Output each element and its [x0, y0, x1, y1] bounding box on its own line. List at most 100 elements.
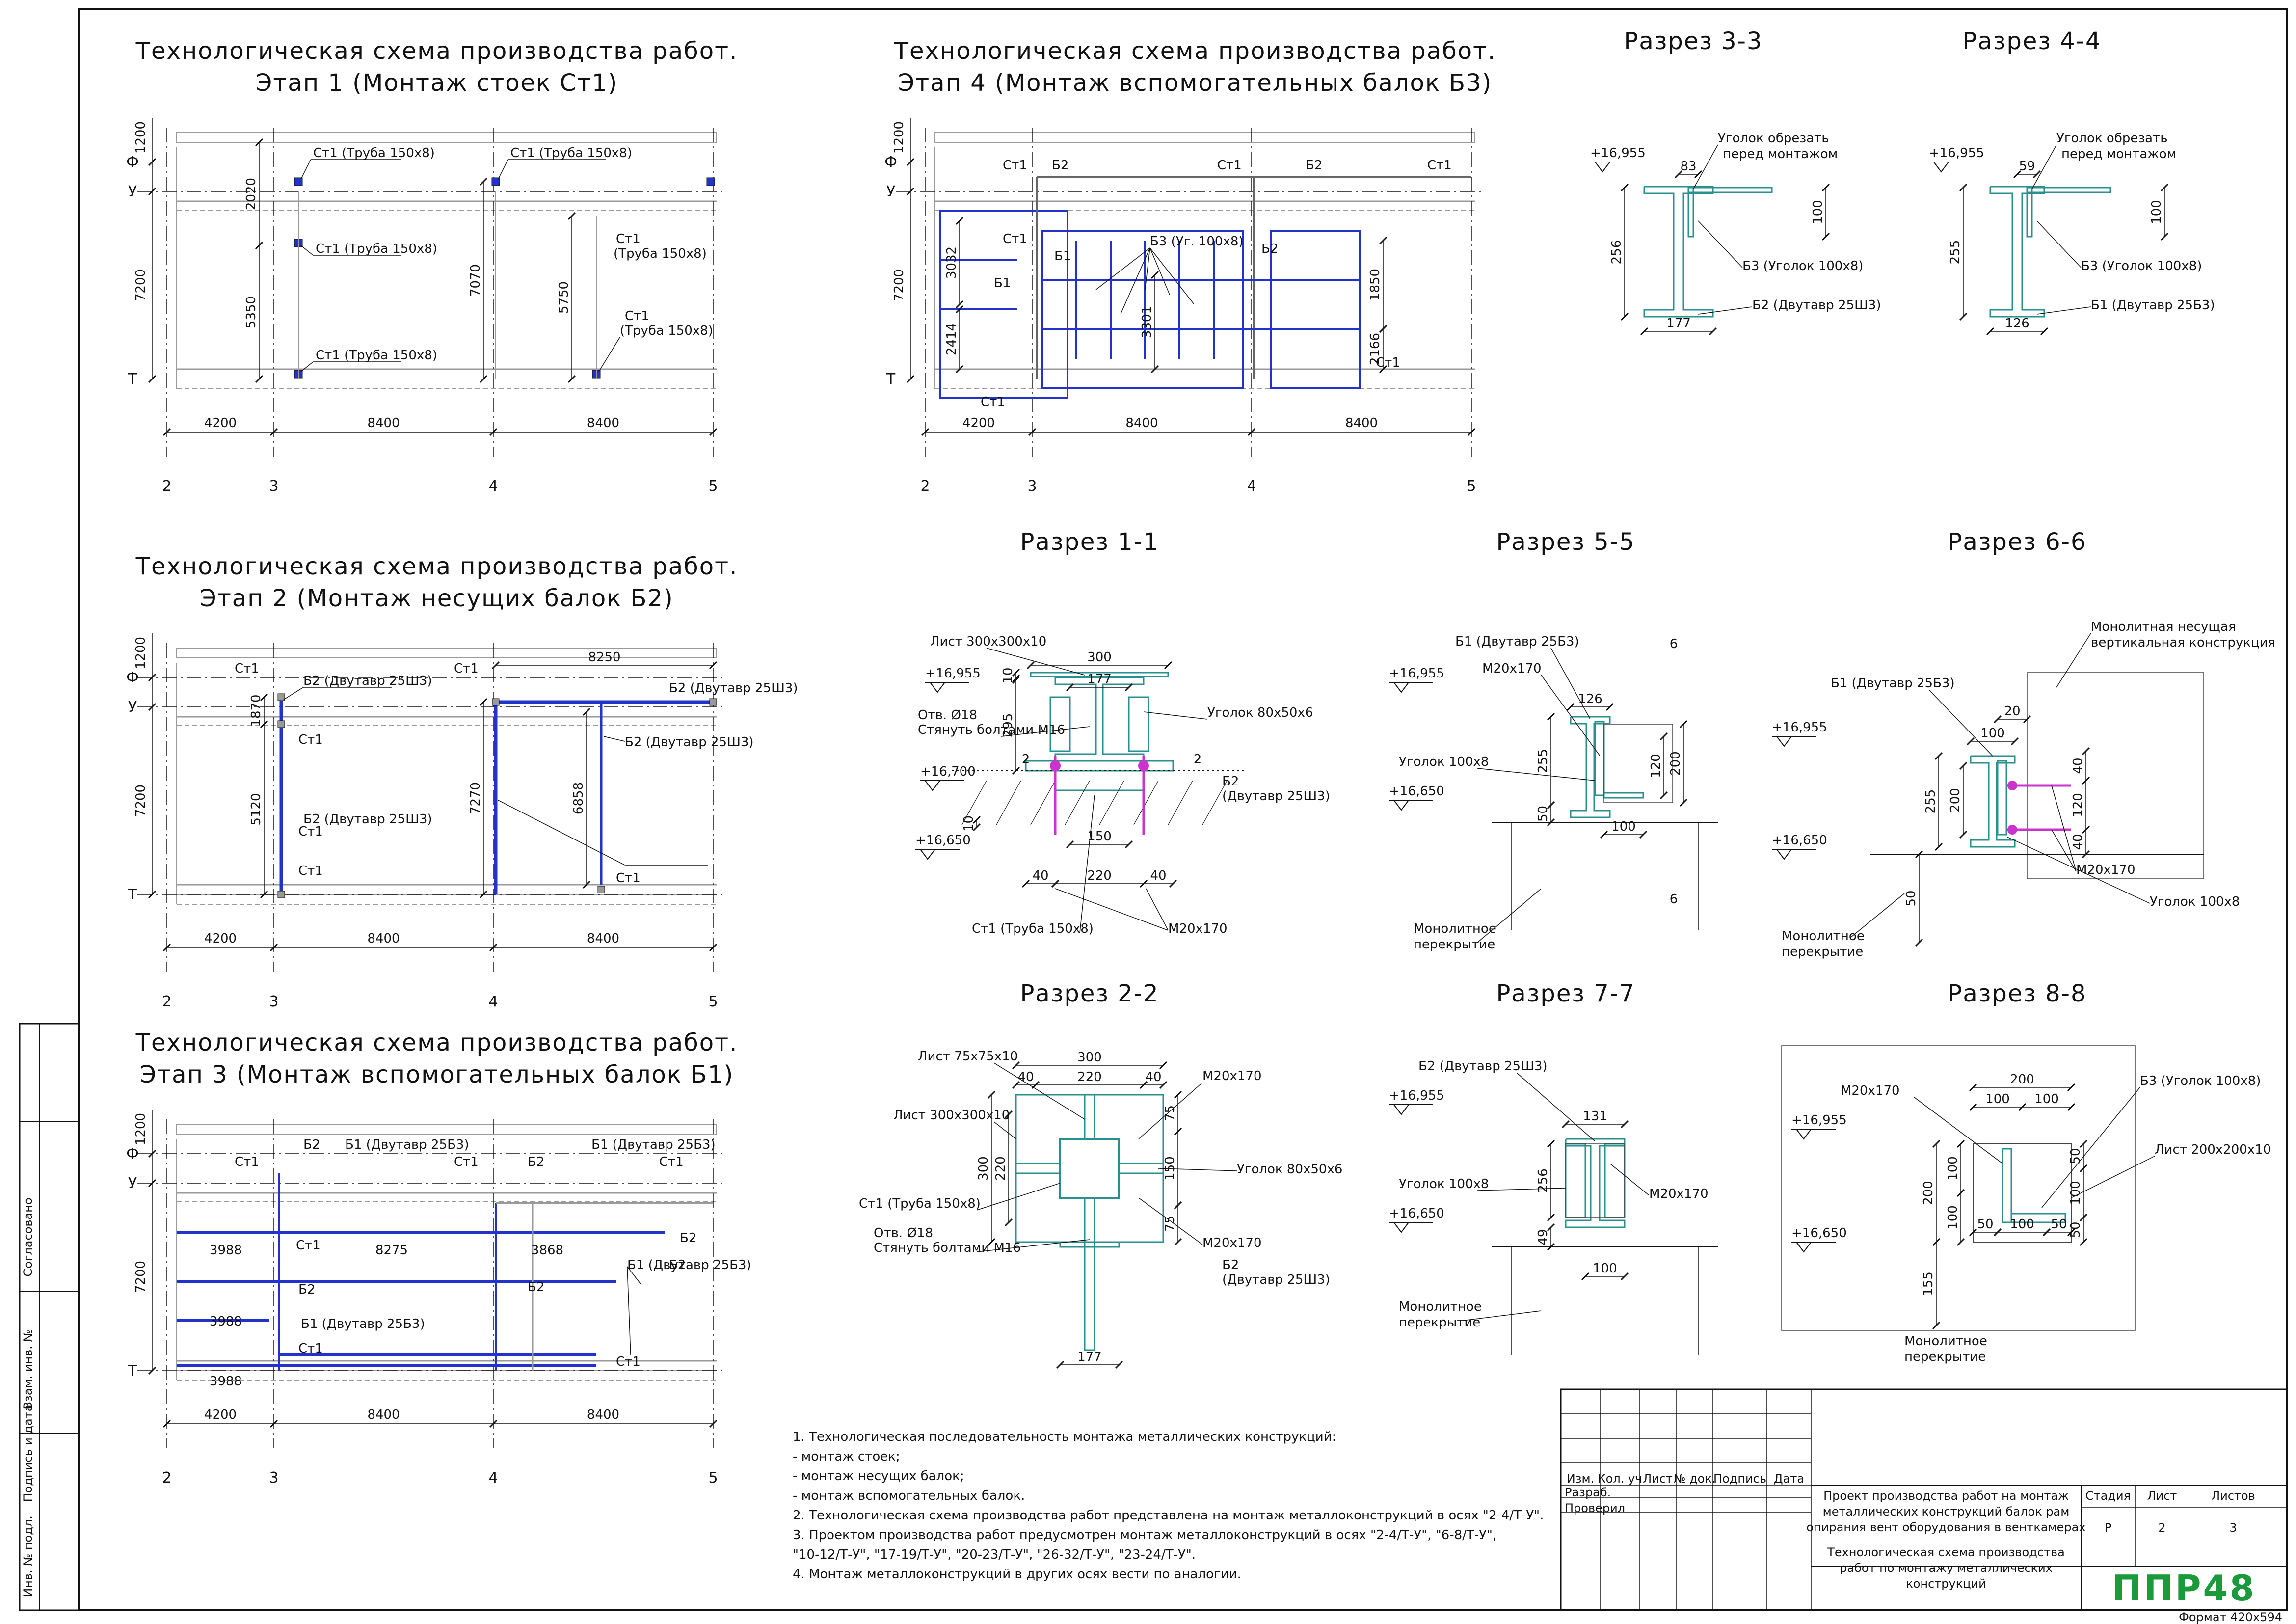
leader-line: [993, 1121, 1016, 1139]
plan-title-line1: Технологическая схема производства работ…: [894, 37, 1496, 65]
hatch: [996, 780, 1021, 825]
dim-tick: [2040, 327, 2049, 336]
leader-line: [1120, 247, 1150, 315]
axis-col-label: 4: [488, 993, 498, 1010]
level-mark: +16,955: [1590, 146, 1646, 161]
dimension-value: 5120: [249, 793, 264, 825]
label-st1: Ст1 (Труба 150х8): [316, 348, 437, 363]
column-st1: [277, 720, 285, 728]
dim-tick: [162, 1419, 171, 1428]
leader-line: [1609, 1163, 1650, 1196]
section-title: Разрез 8-8: [1948, 980, 2086, 1007]
hatch: [1202, 780, 1228, 825]
label-st1: Ст1 (Труба 150х8): [316, 242, 437, 256]
leader-line: [986, 648, 1085, 676]
dim-tick: [489, 428, 498, 436]
tb-sheet-title: работ по монтажу металлических: [1840, 1561, 2053, 1575]
side-label-vzam: Взам. инв. №: [21, 1330, 35, 1410]
label-st1: Ст1: [659, 1155, 684, 1169]
leader-line: [498, 159, 508, 180]
dimension-value: 1850: [1368, 269, 1383, 301]
hatch: [1030, 780, 1056, 825]
dim-tick: [148, 375, 157, 383]
dim-tick: [162, 428, 171, 436]
dim-tick: [2023, 715, 2031, 724]
label-b1: Б1: [1054, 249, 1071, 264]
angle-b3-leg: [2010, 1213, 2066, 1223]
axis-col-label: 4: [488, 478, 498, 495]
dim-tick: [148, 1179, 157, 1188]
dim-tick: [2042, 1228, 2051, 1237]
dim-tick: [1932, 1238, 1941, 1246]
angle-100x8-leg: [1603, 792, 1644, 799]
angle-100x8: [1565, 1143, 1586, 1218]
level-arrow: [1796, 1242, 1812, 1253]
label-slab: Монолитное: [1414, 921, 1496, 936]
column-st1: [597, 886, 605, 893]
plan-title-line2: Этап 3 (Монтаж вспомогательных балок Б1): [140, 1061, 734, 1088]
dim-tick: [1640, 327, 1649, 336]
dim-tick: [489, 1419, 498, 1428]
dimension-value: 3868: [531, 1243, 563, 1258]
label-b2: Б2: [298, 1282, 315, 1297]
general-note: - монтаж стоек;: [793, 1449, 900, 1464]
leader-line: [1149, 247, 1170, 295]
leader-line: [498, 800, 625, 866]
label-plate: Лист 75х75х10: [918, 1049, 1018, 1064]
plan-title-line1: Технологическая схема производства работ…: [135, 1029, 738, 1056]
dim-tick: [582, 707, 591, 716]
dimension-value: 8400: [587, 416, 619, 431]
dimension-value: 3988: [210, 1243, 242, 1258]
dim-tick: [955, 217, 964, 225]
leader-line: [1079, 795, 1095, 933]
bolt-head: [1050, 760, 1061, 771]
dim-tick: [1620, 183, 1629, 192]
dimension-value: 1200: [133, 1113, 148, 1145]
dim-tick: [1694, 170, 1703, 179]
dimension-value: 200: [2010, 1072, 2034, 1087]
dim-tick: [2082, 747, 2090, 756]
leader-line: [993, 1062, 1085, 1120]
dim-tick: [1124, 840, 1133, 849]
dim-tick: [1012, 674, 1020, 683]
dim-tick: [1028, 428, 1037, 436]
level-arrow: [1776, 736, 1792, 747]
dim-tick: [1026, 661, 1035, 670]
dim-tick: [2079, 1139, 2088, 1148]
dim-tick: [1605, 703, 1614, 711]
label-b3: Б3 (Уголок 100х8): [1742, 259, 1863, 273]
label-slab: перекрытие: [1414, 937, 1495, 952]
label-st1: Ст1: [298, 824, 323, 839]
tb-sheets-val: 3: [2229, 1521, 2237, 1535]
dim-tick: [148, 1149, 157, 1158]
dim-tick: [972, 815, 981, 824]
dim-tick: [906, 187, 915, 196]
dimension-value: 50: [2068, 1148, 2083, 1164]
label-b2: Б2: [1222, 1258, 1239, 1272]
dim-tick: [955, 365, 964, 374]
hatch: [1168, 780, 1193, 825]
bolt-head: [2007, 781, 2017, 790]
dim-tick: [148, 158, 157, 166]
dim-tick: [2067, 1103, 2076, 1111]
dim-tick: [1467, 428, 1476, 436]
dim-tick: [148, 703, 157, 711]
dimension-value: 200: [1948, 788, 1963, 812]
leader-line: [1477, 888, 1542, 943]
dim-tick: [148, 187, 157, 196]
leader-line: [1158, 1168, 1237, 1171]
leader-line: [1462, 1310, 1542, 1321]
label-hole: Отв. Ø18: [874, 1226, 933, 1241]
section-title: Разрез 3-3: [1624, 27, 1762, 55]
label-bolt: М20х170: [1168, 921, 1228, 936]
dim-tick: [1021, 879, 1030, 888]
axis-row-label: Т: [128, 1362, 137, 1380]
dimension-value: 1200: [133, 121, 148, 154]
dimension-value: 126: [2005, 316, 2029, 331]
label-note: перед монтажом: [2061, 147, 2176, 162]
dimension-value: 100: [1593, 1261, 1617, 1276]
angle-b3: [1687, 187, 1773, 193]
label-bolt: М20х170: [2076, 863, 2136, 877]
label-beam: Б1 (Двутавр 25Б3): [2091, 298, 2215, 313]
side-label-podpis: Подпись и дата: [21, 1405, 35, 1502]
